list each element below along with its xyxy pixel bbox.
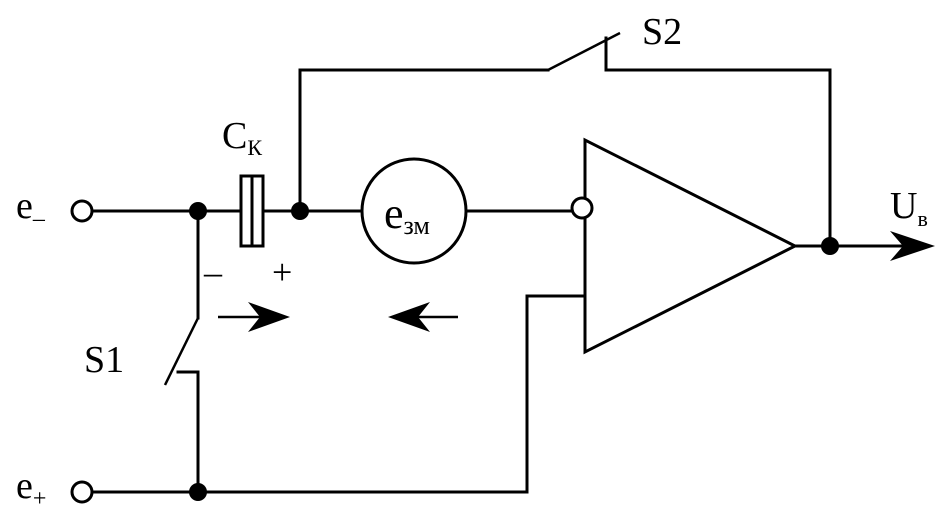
opamp-triangle: [583, 137, 799, 355]
label-cap-minus: –: [203, 252, 223, 292]
junction-dot: [189, 483, 207, 501]
output-arrow-icon: [890, 231, 935, 261]
label-e-minus: e–: [16, 185, 46, 232]
junction-dot: [189, 202, 207, 220]
label-switch-s2: S2: [642, 11, 682, 53]
wire-feedback-right: [604, 68, 832, 248]
junction-dot: [291, 202, 309, 220]
wire-s1-lower: [176, 370, 200, 494]
junction-dot: [821, 237, 839, 255]
source-circle: [360, 157, 468, 265]
switch-s2-blade: [547, 31, 621, 72]
label-e-plus: e+: [16, 465, 46, 512]
label-switch-s1: S1: [84, 339, 124, 381]
terminal-e-minus: [70, 199, 94, 223]
label-output: Uв: [890, 185, 928, 231]
wire-feedback-left: [298, 68, 550, 213]
arrow-left-icon: [388, 302, 458, 332]
label-capacitor: CК: [222, 115, 262, 160]
capacitor-plate-right: [250, 174, 265, 248]
arrow-right-icon: [218, 302, 290, 332]
opamp-inverting-input-circle: [570, 196, 594, 220]
terminal-e-plus: [70, 480, 94, 504]
label-cap-plus: +: [272, 252, 292, 292]
switch-s1-blade: [163, 317, 200, 386]
capacitor-plate-left: [239, 174, 254, 248]
wire-bottom-to-opamp: [91, 294, 587, 494]
label-source: eзм: [384, 189, 430, 240]
